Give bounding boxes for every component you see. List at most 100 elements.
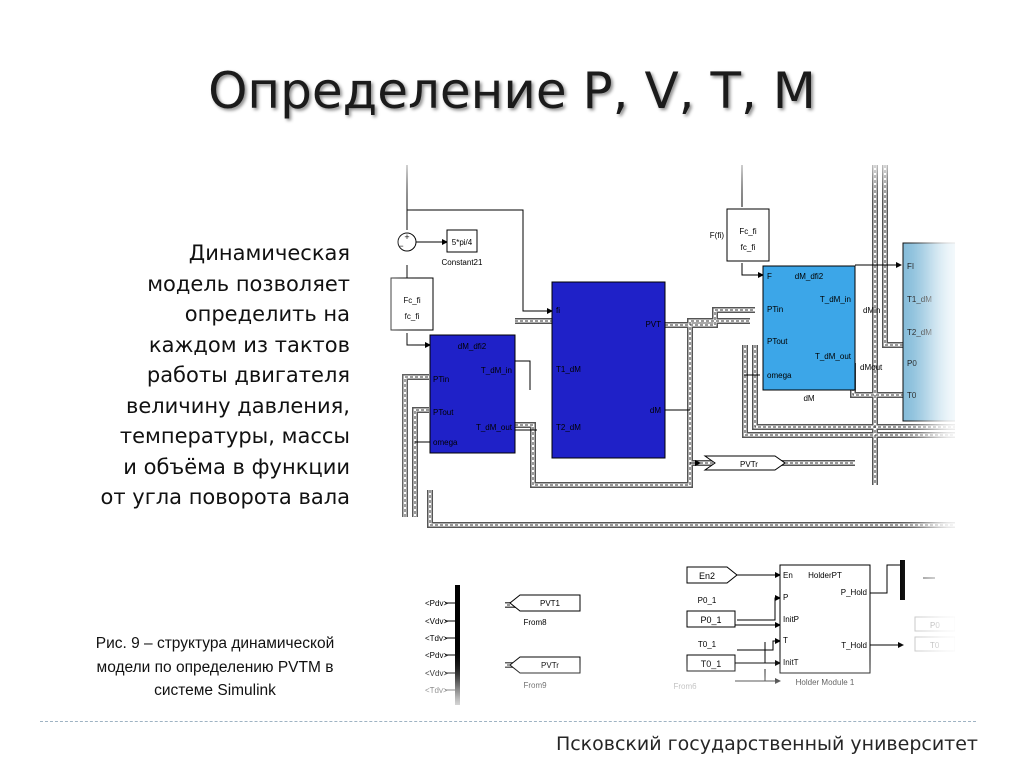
goto-label: PVTr — [740, 460, 758, 469]
fcn-block-left: Fc_fi fc_fi — [390, 277, 434, 331]
selector-label: <Vdv> — [425, 669, 448, 678]
bus-selectors: <Pdv> <Vdv> <Tdv> <Pdv> <Vdv> <Tdv> — [425, 585, 460, 705]
from-name: From6 — [673, 682, 697, 691]
fcn-input-label: F(fi) — [710, 231, 725, 240]
dm-name: dM — [803, 394, 814, 403]
selector-label: <Pdv> — [425, 599, 448, 608]
sum-minus: − — [398, 241, 403, 251]
from-label: PVTr — [541, 661, 559, 670]
from6: From6 — [673, 682, 697, 691]
sum-plus: + — [404, 232, 409, 242]
port-t-in: T_dM_in — [820, 295, 851, 304]
port-t2: T2_dM — [556, 423, 581, 432]
signal-dmout: dMout — [860, 363, 883, 372]
holder-name: Holder Module 1 — [796, 678, 855, 687]
port-initp: InitP — [783, 615, 799, 624]
from-name: From9 — [523, 681, 547, 690]
port-f: F — [767, 272, 772, 281]
port-t-hold: T_Hold — [841, 641, 867, 650]
en2-label: En2 — [699, 571, 715, 581]
caption-line: Рис. 9 – структура динамической — [95, 635, 335, 652]
from-pvt1: PVT1 From8 — [509, 594, 581, 627]
from-pvtr: PVTr From9 — [509, 656, 581, 690]
selector-label: <Pdv> — [425, 651, 448, 660]
body-line: Динамическая — [188, 241, 350, 265]
figure-caption: Рис. 9 – структура динамической модели п… — [40, 632, 390, 703]
port-t-out: T_dM_out — [815, 352, 852, 361]
signal-dmin: dMin — [863, 306, 880, 315]
fcn-label-rot: fc_fi — [405, 312, 420, 321]
dm-title: dM_dfi2 — [795, 272, 824, 281]
caption-line: модели по определению PVTM в — [96, 658, 334, 676]
port-dm: dM — [650, 406, 661, 415]
mux-block — [900, 560, 905, 600]
holder-module: En HolderPT P InitP T InitT P_Hold T_Hol… — [779, 564, 871, 687]
port-fi: FI — [907, 262, 914, 271]
footer-university: Псковский государственный университет — [555, 733, 978, 755]
fcn-label: Fc_fi — [403, 296, 421, 305]
from-name: From8 — [523, 618, 547, 627]
signal-lines — [406, 165, 935, 691]
port-p-hold: P_Hold — [841, 588, 867, 597]
port-p: P — [783, 593, 788, 602]
port-en: En — [783, 571, 793, 580]
port-t2: T2_dM — [907, 328, 932, 337]
port-initt: InitT — [783, 658, 799, 667]
sum-block: + − — [397, 232, 448, 252]
constant-block: 5*pi/4 Constant21 — [442, 229, 483, 267]
body-line: и объёма в функции — [123, 454, 350, 479]
body-line: работы двигателя — [146, 363, 350, 387]
port-fi: fi — [556, 306, 560, 315]
port-ptout: PTout — [433, 408, 454, 417]
body-line: температуры, массы — [119, 424, 350, 448]
caption-line: системе Simulink — [154, 682, 276, 699]
selector-label: <Tdv> — [425, 634, 448, 643]
subsystem-dm: F dM_dfi2 PTin PTout omega T_dM_in T_dM_… — [762, 265, 856, 403]
port-t-out: T_dM_out — [476, 423, 513, 432]
const-t0-1: T0_1 T0_1 — [686, 640, 736, 672]
constant-name: Constant21 — [442, 258, 483, 267]
subsystem-right: FI T1_dM T2_dM P0 T0 dMin dMout — [860, 242, 955, 422]
body-line: модель позволяет — [147, 271, 350, 296]
port-t1: T1_dM — [556, 365, 581, 374]
simulink-canvas: + − 5*pi/4 Constant21 Fc_fi fc_fi dM_dfi… — [390, 165, 955, 705]
const-name: P0_1 — [698, 596, 717, 605]
goto-p0-t0: P0 T0 — [914, 616, 955, 652]
const-value: T0_1 — [701, 659, 722, 669]
body-text: Динамическая модель позволяет определить… — [40, 238, 350, 513]
selector-label: <Tdv> — [425, 686, 448, 695]
body-line: от угла поворота вала — [100, 485, 350, 509]
slide-title: Определение P, V, T, M — [208, 62, 816, 120]
port-p0: P0 — [907, 359, 917, 368]
simulink-diagram: + − 5*pi/4 Constant21 Fc_fi fc_fi dM_dfi… — [355, 145, 955, 713]
port-ptout: PTout — [767, 337, 788, 346]
goto-pvtr: PVTr — [703, 455, 786, 471]
port-title: dM_dfi2 — [458, 342, 487, 351]
goto-t0: T0 — [930, 641, 940, 650]
holder-title: HolderPT — [808, 571, 842, 580]
port-t0: T0 — [907, 391, 917, 400]
const-name: T0_1 — [698, 640, 717, 649]
selector-label: <Vdv> — [425, 617, 448, 626]
subsystem-dm-dfi2-left: dM_dfi2 PTin PTout omega T_dM_in T_dM_ou… — [429, 334, 516, 454]
const-value: P0_1 — [700, 615, 721, 625]
port-t-in: T_dM_in — [481, 366, 512, 375]
body-line: каждом из тактов — [148, 332, 350, 357]
footer-divider — [40, 721, 976, 722]
body-line: величину давления, — [125, 393, 350, 418]
port-ptin: PTin — [433, 375, 449, 384]
subsystem-main: fi T1_dM T2_dM PVT dM — [551, 281, 666, 459]
fcn-label-rot: fc_fi — [741, 243, 756, 252]
from-en2: En2 — [686, 566, 781, 584]
port-t: T — [783, 636, 788, 645]
goto-p0: P0 — [930, 621, 940, 630]
port-ptin: PTin — [767, 305, 783, 314]
fcn-label: Fc_fi — [739, 227, 757, 236]
constant-value: 5*pi/4 — [452, 238, 473, 247]
body-line: определить на — [184, 302, 350, 326]
fcn-block-right: Fc_fi fc_fi F(fi) — [710, 208, 770, 262]
port-omega: omega — [433, 438, 458, 447]
port-t1: T1_dM — [907, 295, 932, 304]
from-label: PVT1 — [540, 599, 561, 608]
port-omega: omega — [767, 371, 792, 380]
